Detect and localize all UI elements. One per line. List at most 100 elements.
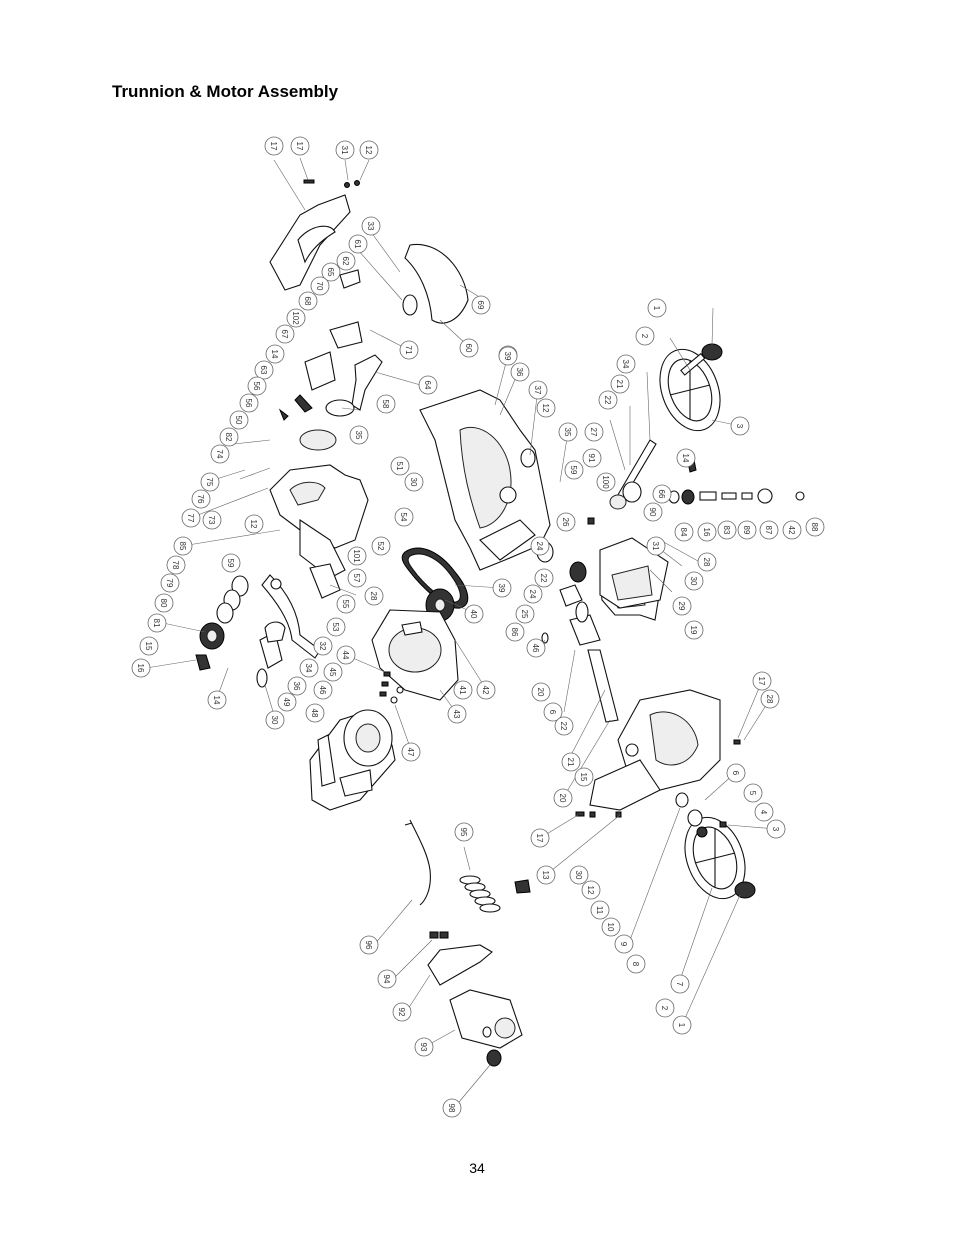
callout-label: 59 — [226, 559, 235, 568]
callout-label: 12 — [586, 886, 595, 895]
callout-bubble: 61 — [348, 234, 368, 254]
callout-bubble: 14 — [676, 448, 696, 468]
callout-label: 49 — [282, 698, 291, 707]
callout-bubble: 100 — [596, 472, 616, 492]
callout-bubble: 1 — [647, 298, 667, 318]
callout-bubble: 3 — [730, 416, 750, 436]
callout-label: 80 — [159, 599, 168, 608]
callout-bubble: 24 — [523, 584, 543, 604]
switch-knob — [486, 1049, 502, 1067]
callout-label: 39 — [497, 584, 506, 593]
callout-label: 74 — [215, 450, 224, 459]
callout-bubble: 84 — [674, 522, 694, 542]
callout-label: 25 — [520, 610, 529, 619]
callout-bubble: 17 — [752, 671, 772, 691]
callout-label: 39 — [503, 352, 512, 361]
callout-label: 100 — [601, 475, 610, 489]
callout-bubble: 6 — [726, 763, 746, 783]
callout-label: 63 — [259, 366, 268, 375]
callout-label: 7 — [675, 982, 684, 987]
callout-label: 32 — [318, 642, 327, 651]
callout-bubble: 44 — [336, 645, 356, 665]
callout-label: 73 — [207, 516, 216, 525]
callout-bubble: 94 — [377, 969, 397, 989]
callout-label: 17 — [535, 834, 544, 843]
callout-bubble: 30 — [569, 865, 589, 885]
callout-label: 34 — [304, 664, 313, 673]
callout-label: 46 — [318, 686, 327, 695]
callout-label: 2 — [640, 334, 649, 339]
callout-label: 37 — [533, 386, 542, 395]
callout-label: 11 — [595, 906, 604, 915]
callout-label: 48 — [310, 709, 319, 718]
callout-bubble: 69 — [471, 295, 491, 315]
callout-label: 27 — [589, 428, 598, 437]
callout-bubble: 39 — [492, 578, 512, 598]
callout-bubble: 56 — [247, 376, 267, 396]
callout-label: 2 — [660, 1006, 669, 1011]
callout-label: 30 — [689, 577, 698, 586]
callout-label: 28 — [702, 558, 711, 567]
callout-bubble: 11 — [590, 900, 610, 920]
callout-bubble: 21 — [610, 374, 630, 394]
callout-label: 31 — [340, 146, 349, 155]
callout-label: 51 — [395, 462, 404, 471]
callout-bubble: 12 — [244, 514, 264, 534]
callout-bubble: 76 — [191, 489, 211, 509]
tilt-rod — [587, 649, 619, 723]
callout-label: 50 — [234, 416, 243, 425]
callout-label: 22 — [603, 396, 612, 405]
callout-label: 90 — [648, 508, 657, 517]
callout-bubble: 64 — [418, 375, 438, 395]
upper-handwheel — [659, 343, 723, 432]
callout-label: 91 — [587, 454, 596, 463]
callout-label: 19 — [689, 626, 698, 635]
callout-label: 88 — [810, 523, 819, 532]
callout-bubble: 33 — [361, 216, 381, 236]
callout-label: 3 — [771, 827, 780, 832]
callout-label: 54 — [399, 513, 408, 522]
callout-bubble: 20 — [553, 788, 573, 808]
callout-bubble: 70 — [310, 276, 330, 296]
callout-bubble: 28 — [697, 552, 717, 572]
callout-label: 95 — [459, 828, 468, 837]
callout-bubble: 30 — [684, 571, 704, 591]
callout-label: 41 — [458, 686, 467, 695]
callout-label: 47 — [406, 748, 415, 757]
callout-label: 24 — [535, 542, 544, 551]
callout-label: 8 — [631, 962, 640, 967]
callout-label: 83 — [722, 526, 731, 535]
callout-bubble: 88 — [805, 517, 825, 537]
callout-bubble: 39 — [498, 346, 518, 366]
callout-label: 58 — [381, 400, 390, 409]
callout-label: 21 — [566, 758, 575, 767]
callout-label: 12 — [364, 146, 373, 155]
callout-label: 98 — [447, 1104, 456, 1113]
callout-bubble: 28 — [364, 586, 384, 606]
callout-bubble: 47 — [401, 742, 421, 762]
callout-bubble: 62 — [336, 251, 356, 271]
tilt-arm — [261, 563, 341, 659]
callout-bubble: 56 — [239, 393, 259, 413]
callout-label: 14 — [681, 454, 690, 463]
callout-bubble: 48 — [305, 703, 325, 723]
callout-bubble: 53 — [326, 617, 346, 637]
callout-bubble: 13 — [536, 865, 556, 885]
callout-bubble: 78 — [166, 555, 186, 575]
callout-bubble: 31 — [646, 536, 666, 556]
callout-bubble: 12 — [536, 398, 556, 418]
callout-label: 96 — [364, 941, 373, 950]
callouts: 17 17 31 12 33 61 62 65 70 68 102 67 69 … — [131, 136, 825, 1118]
front-trunnion-casting — [269, 464, 369, 579]
callout-label: 22 — [539, 574, 548, 583]
callout-bubble: 40 — [464, 604, 484, 624]
callout-bubble: 26 — [556, 512, 576, 532]
callout-bubble: 43 — [447, 704, 467, 724]
lower-handwheel — [675, 792, 756, 900]
callout-bubble: 7 — [670, 974, 690, 994]
callout-bubble: 30 — [265, 710, 285, 730]
callout-bubble: 22 — [598, 390, 618, 410]
callout-bubble: 102 — [286, 308, 306, 328]
callout-label: 20 — [558, 794, 567, 803]
callout-bubble: 31 — [335, 140, 355, 160]
